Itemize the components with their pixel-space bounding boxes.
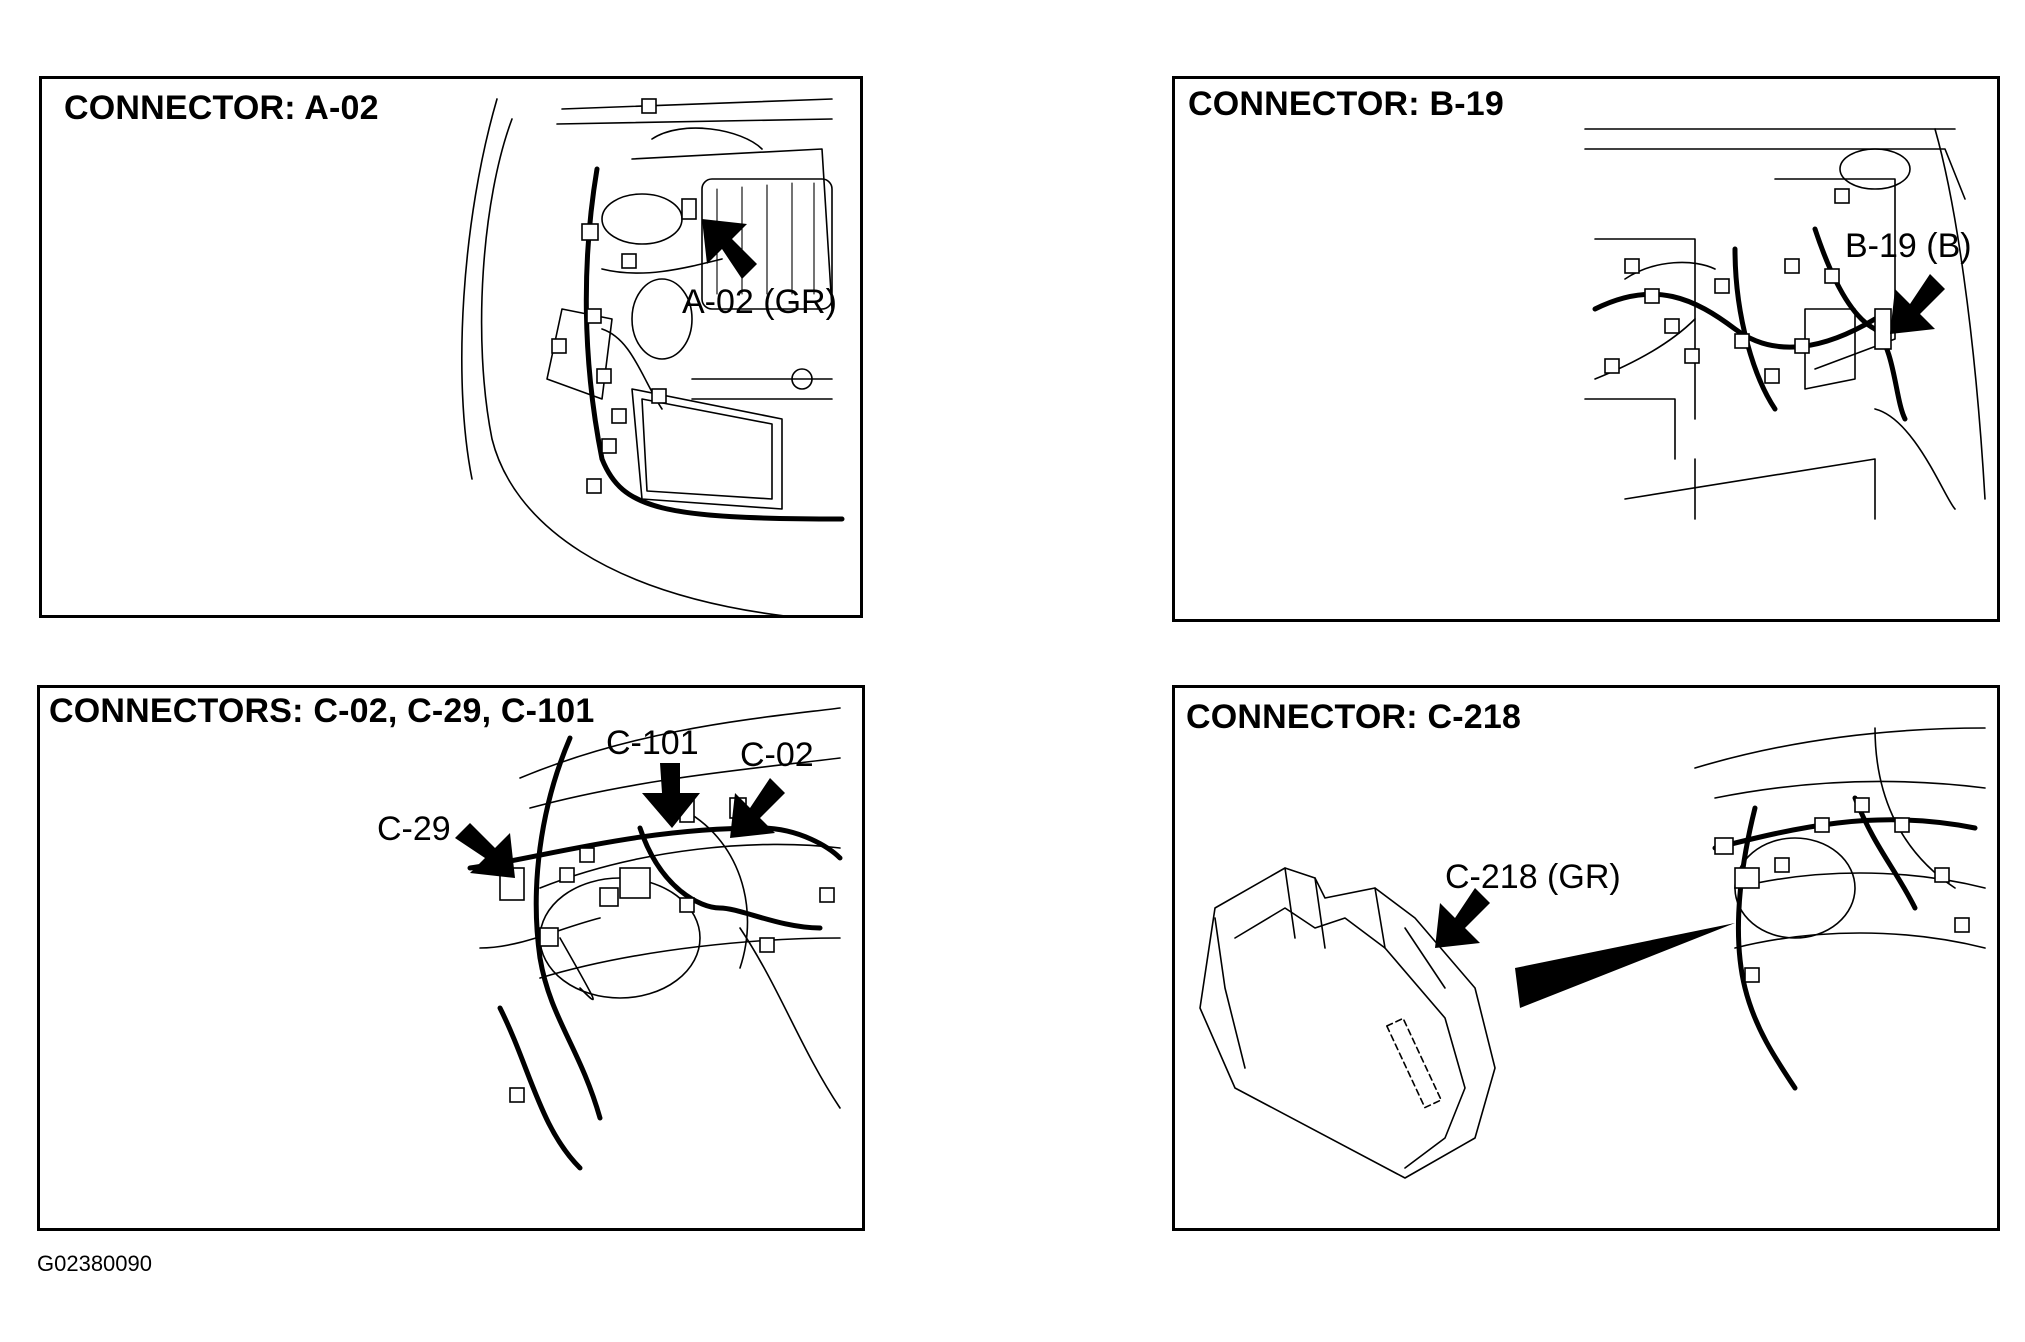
arrow-c101: [642, 763, 700, 828]
panel-title: CONNECTOR: B-19: [1188, 85, 1504, 123]
arrow-c02: [730, 778, 785, 838]
pointer-wedge: [1515, 923, 1735, 1008]
callout-b19: B-19 (B): [1845, 227, 1972, 265]
arrow-c218: [1435, 888, 1490, 948]
arrow-a02: [702, 219, 757, 279]
panel-title: CONNECTOR: C-218: [1186, 698, 1522, 736]
callout-a02: A-02 (GR): [682, 283, 837, 321]
callout-c101: C-101: [606, 724, 699, 762]
dashboard-illustration-c218: [1199, 727, 1986, 1179]
dashboard-illustration-c: [455, 707, 843, 1171]
connector-panel-a02: CONNECTOR: A-02: [39, 76, 863, 618]
panel-title: CONNECTOR: A-02: [64, 89, 379, 127]
callout-c29: C-29: [377, 810, 451, 848]
main-wire-harness: [583, 166, 845, 522]
arrow-b19: [1890, 274, 1945, 334]
panel-title: CONNECTORS: C-02, C-29, C-101: [49, 692, 595, 730]
connector-panel-c02-c29-c101: CONNECTORS: C-02, C-29, C-101 C-101: [37, 685, 865, 1231]
callout-c02: C-02: [740, 736, 814, 774]
main-wire-harness: [533, 735, 603, 1121]
engine-bay-illustration-b19: [1584, 128, 1986, 520]
connector-a02: [681, 198, 697, 220]
arrow-c29: [455, 823, 515, 878]
control-unit-box: [1199, 867, 1496, 1179]
engine-bay-illustration-a02: [461, 98, 845, 615]
callout-c218: C-218 (GR): [1445, 858, 1621, 896]
connector-panel-c218: CONNECTOR: C-218 C-2: [1172, 685, 2000, 1231]
connector-panel-b19: CONNECTOR: B-19 B-19 (B): [1172, 76, 2000, 622]
figure-code: G02380090: [37, 1251, 152, 1276]
connector-b19: [1874, 308, 1892, 350]
